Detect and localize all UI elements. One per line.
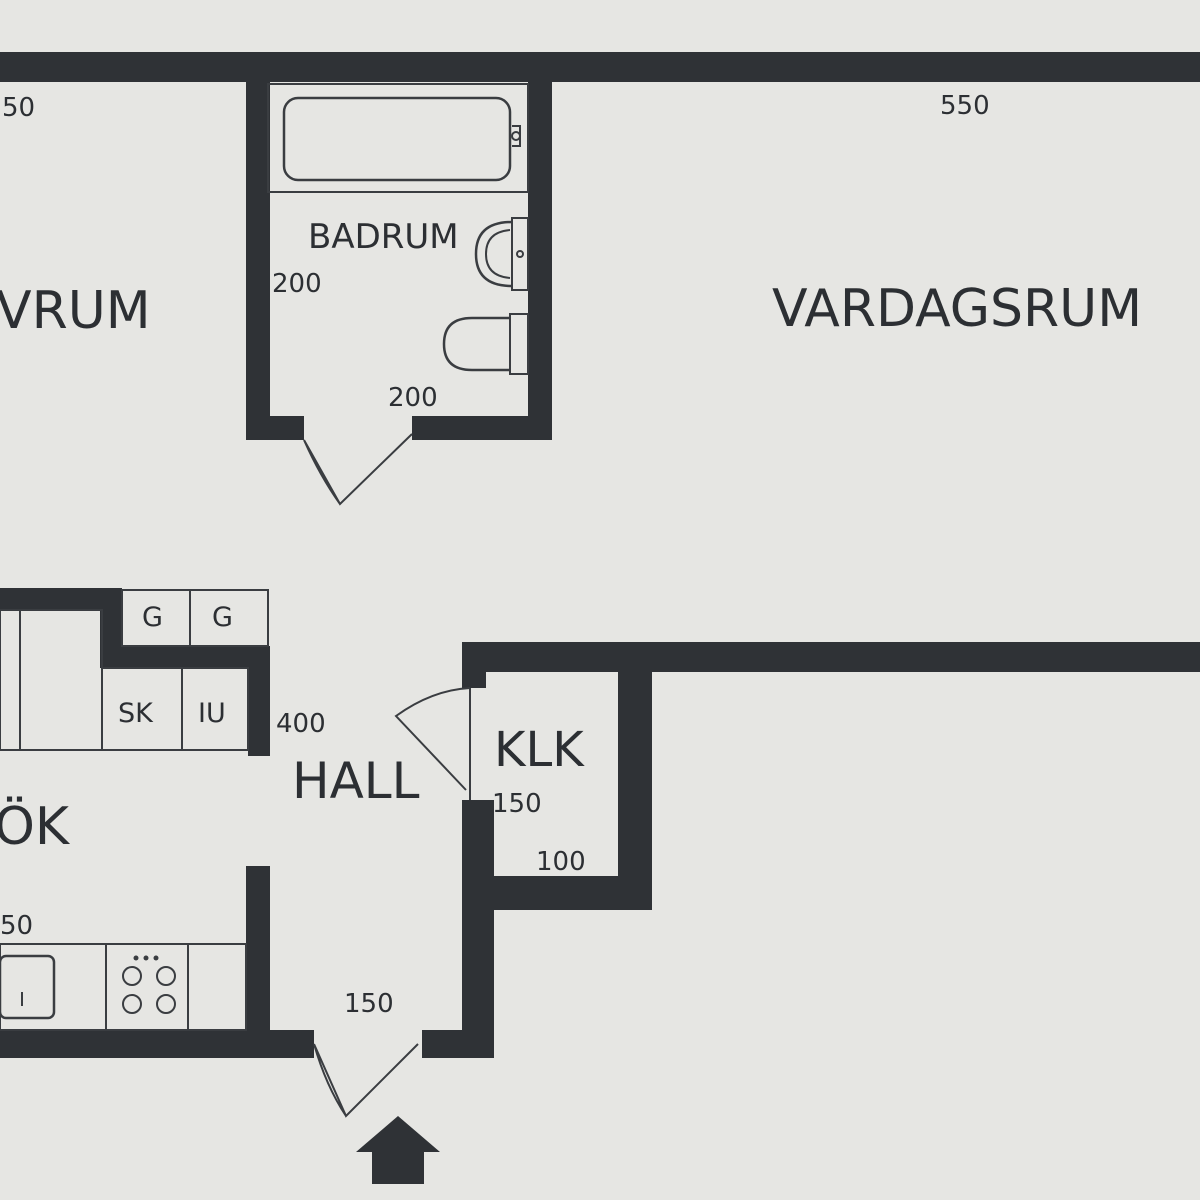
- kitchen-sink-icon: [0, 954, 56, 1020]
- closet-right-wall: [618, 642, 652, 910]
- kitchen-right-wall-lower: [246, 866, 270, 1058]
- dimension-hall-height: 400: [276, 709, 326, 739]
- up-arrow-icon: [356, 1116, 440, 1184]
- kitchen-right-wall-upper: [248, 646, 270, 756]
- hall-right-wall-lower: [462, 800, 494, 1058]
- toilet-icon: [442, 313, 529, 375]
- bathroom-bottom-wall-right: [412, 416, 552, 440]
- counter-lower: [0, 943, 247, 1031]
- right-exterior-wall: [462, 642, 1200, 672]
- dimension-badrum-width: 200: [388, 383, 438, 413]
- sink-icon: [474, 217, 529, 291]
- kitchen-cabinets: [0, 589, 269, 1031]
- dimension-entrance-width: 150: [344, 989, 394, 1019]
- room-label-sovrum: VRUM: [0, 281, 151, 341]
- dimension-klk-width: 100: [536, 847, 586, 877]
- bathtub-icon: [267, 83, 529, 193]
- dimension-badrum-height: 200: [272, 269, 322, 299]
- dimension-vardagsrum-width: 550: [940, 91, 990, 121]
- bottom-wall-left: [0, 1030, 314, 1058]
- closet-bottom-wall: [462, 876, 652, 910]
- cabinet-iu: [181, 667, 249, 751]
- counter-upper: [19, 609, 103, 751]
- stove-icon: [122, 955, 176, 1014]
- room-label-kok: ÖK: [0, 796, 71, 857]
- counter-left: [0, 609, 21, 751]
- room-label-badrum: BADRUM: [308, 217, 459, 257]
- dimension-klk-height: 150: [492, 789, 542, 819]
- top-exterior-wall: [0, 52, 1200, 82]
- room-label-hall: HALL: [292, 752, 420, 810]
- bathroom-left-wall: [246, 82, 270, 440]
- cabinet-g2: [189, 589, 269, 647]
- bathroom-bottom-wall-left: [246, 416, 304, 440]
- bathroom-door-icon: [303, 433, 413, 506]
- bathroom-right-wall: [528, 82, 552, 440]
- kitchen-top-wall: [0, 588, 122, 610]
- entrance-door-icon: [313, 1043, 419, 1118]
- cabinet-label-sk: SK: [118, 698, 154, 729]
- room-label-klk: KLK: [494, 722, 585, 778]
- cabinet-label-g2: G: [212, 602, 233, 633]
- cabinet-label-g1: G: [142, 602, 163, 633]
- closet-door-icon: [394, 687, 471, 800]
- dimension-sovrum-width: 50: [2, 93, 35, 123]
- walls: [0, 52, 1200, 1058]
- dimension-kok-width: 50: [0, 911, 33, 941]
- cabinet-label-iu: IU: [198, 698, 226, 729]
- kitchen-notch-horizontal: [100, 646, 270, 668]
- room-label-vardagsrum: VARDAGSRUM: [772, 279, 1142, 339]
